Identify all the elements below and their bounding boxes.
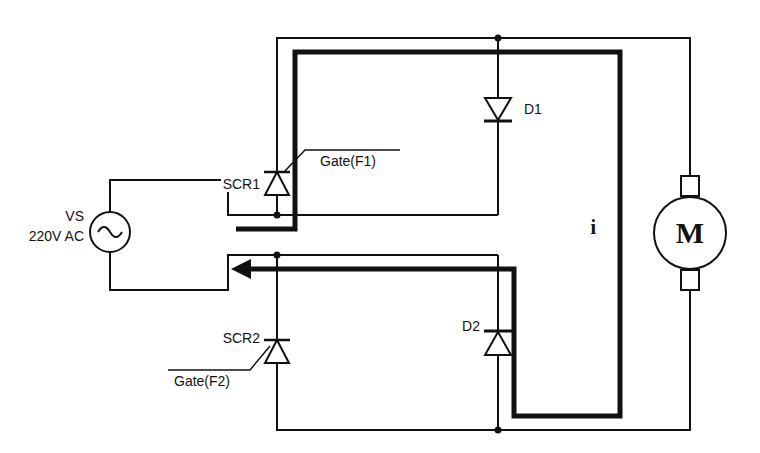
gate-label: Gate(F1) [318, 153, 378, 169]
d2-symbol [484, 331, 512, 355]
junction-dots [274, 35, 502, 434]
d1-symbol [484, 98, 512, 121]
wire [497, 38, 499, 215]
current-label: i [588, 216, 598, 238]
motor-brush [681, 270, 699, 290]
current-path [236, 52, 620, 416]
motor-brush [681, 176, 699, 196]
component-label: SCR2 [221, 330, 262, 346]
component-label: SCR1 [221, 176, 262, 192]
source-label: VS [63, 208, 86, 224]
scr1-symbol [264, 150, 400, 195]
ac-source-symbol [90, 212, 130, 252]
sine-symbol [98, 227, 122, 237]
component-label: D1 [522, 101, 544, 117]
source-rating: 220V AC [27, 228, 86, 244]
wire [277, 255, 690, 430]
wire [110, 180, 498, 215]
gate-label: Gate(F2) [172, 373, 232, 389]
wire [277, 38, 690, 215]
motor-letter: M [676, 216, 704, 250]
motor-symbol: M [653, 196, 727, 270]
component-label: D2 [460, 318, 482, 334]
